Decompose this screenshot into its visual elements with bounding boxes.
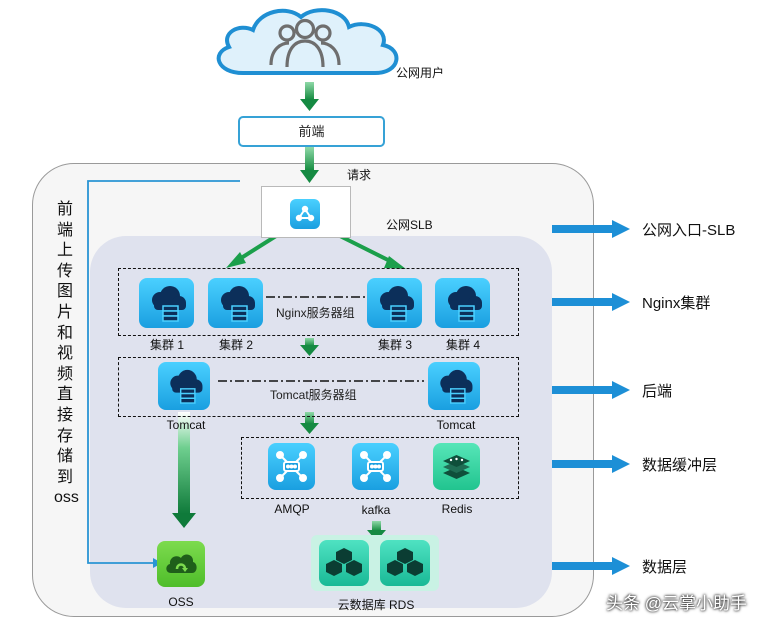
layer-label-nginx: Nginx集群	[642, 295, 711, 312]
layer-arrow-buffer	[552, 455, 630, 473]
public-users-label: 公网用户	[396, 66, 445, 80]
nginx-cluster-1-icon	[139, 278, 194, 328]
tomcat-group-label: Tomcat服务器组	[266, 386, 361, 403]
nginx-group-label: Nginx服务器组	[272, 304, 359, 321]
redis-icon	[433, 443, 480, 490]
rds-label: 云数据库 RDS	[337, 598, 415, 612]
arrow-tomcat-to-buffer	[300, 412, 319, 434]
nginx-cluster-3-label: 集群 3	[377, 338, 412, 352]
nginx-cluster-4-label: 集群 4	[445, 338, 480, 352]
frontend-upload-note: 前端上传图片和视频直接存储到oss	[54, 201, 79, 507]
arrow-frontend-to-slb	[300, 147, 319, 183]
rds-instance-1-icon	[319, 540, 369, 586]
nginx-cluster-4-icon	[435, 278, 490, 328]
slb-label: 公网SLB	[386, 218, 433, 232]
users-icon	[269, 18, 341, 68]
tomcat-server-2-icon	[428, 362, 480, 410]
layer-label-slb: 公网入口-SLB	[642, 222, 736, 239]
amqp-label: AMQP	[274, 502, 310, 516]
arrow-nginx-to-tomcat	[300, 338, 319, 356]
layer-label-backend: 后端	[642, 383, 673, 400]
nginx-cluster-2-icon	[208, 278, 263, 328]
arrow-cloud-to-frontend	[300, 82, 319, 111]
amqp-icon	[268, 443, 315, 490]
kafka-icon	[352, 443, 399, 490]
frontend-box: 前端	[238, 116, 385, 147]
layer-arrow-nginx	[552, 293, 630, 311]
nginx-cluster-2-label: 集群 2	[218, 338, 253, 352]
layer-label-data: 数据层	[642, 559, 688, 576]
layer-arrow-slb	[552, 220, 630, 238]
nginx-cluster-1-label: 集群 1	[149, 338, 184, 352]
tomcat-group-box	[118, 357, 519, 417]
layer-arrow-data	[552, 557, 630, 575]
tomcat-server-1-label: Tomcat	[166, 418, 206, 432]
buffer-group-box	[241, 437, 519, 499]
layer-label-buffer: 数据缓冲层	[642, 457, 718, 474]
nginx-cluster-3-icon	[367, 278, 422, 328]
rds-instance-2-icon	[380, 540, 430, 586]
arrow-tomcat-to-oss	[172, 412, 196, 528]
nginx-group-box	[118, 268, 519, 336]
tomcat-server-1-icon	[158, 362, 210, 410]
kafka-label: kafka	[361, 503, 391, 517]
slb-icon	[290, 199, 320, 229]
layer-arrow-backend	[552, 381, 630, 399]
arrow-slb-to-nginx-right	[339, 234, 406, 269]
oss-label: OSS	[168, 595, 194, 609]
oss-icon	[157, 541, 205, 587]
watermark: 头条 @云掌小助手	[606, 594, 747, 613]
request-label: 请求	[347, 168, 372, 182]
arrow-slb-to-nginx-left	[226, 234, 278, 268]
tomcat-server-2-label: Tomcat	[436, 418, 476, 432]
upload-path-line	[87, 180, 240, 564]
redis-label: Redis	[441, 502, 473, 516]
public-users-cloud	[216, 8, 399, 75]
